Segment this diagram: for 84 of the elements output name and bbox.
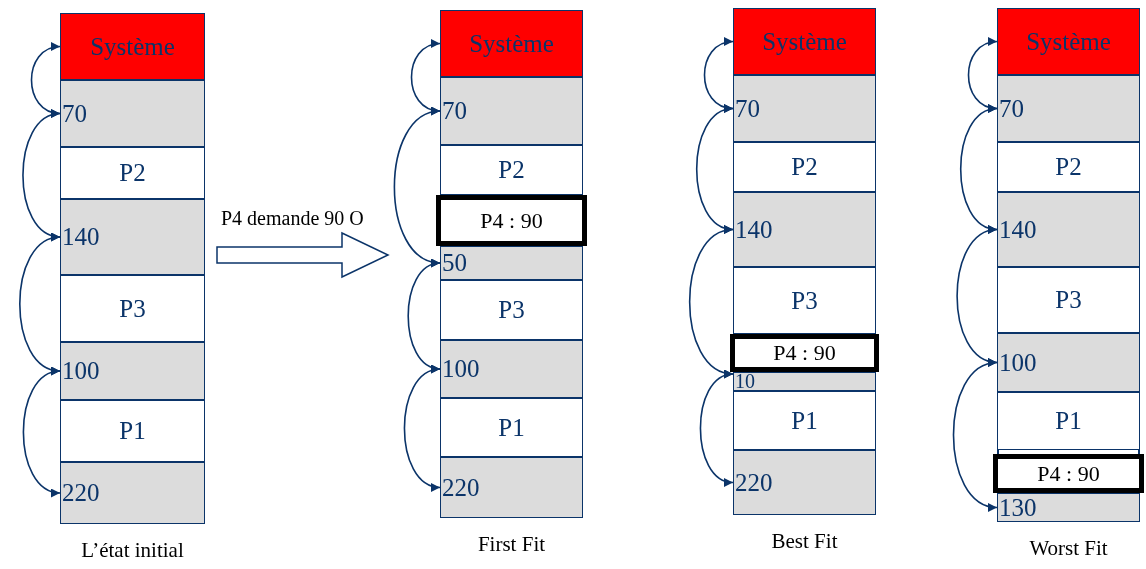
block-label: Système — [469, 31, 554, 56]
free-block — [733, 372, 876, 391]
size-label: 220 — [735, 470, 773, 495]
system-block — [733, 8, 876, 75]
size-label: 140 — [62, 225, 100, 249]
free-block — [733, 192, 876, 267]
block-label: P4 : 90 — [773, 341, 836, 365]
size-label: 100 — [62, 359, 100, 383]
size-label: 220 — [442, 475, 480, 500]
block-label: P2 — [119, 161, 146, 185]
free-block — [997, 192, 1140, 267]
allocated-block — [993, 454, 1144, 493]
block-label: P3 — [1055, 288, 1082, 312]
block-label: P3 — [791, 288, 818, 313]
process-block — [997, 142, 1140, 192]
size-label: 130 — [999, 495, 1037, 520]
block-label: P4 : 90 — [1037, 461, 1100, 486]
column-caption: Best Fit — [771, 529, 838, 554]
hollow-arrow — [216, 231, 390, 279]
column-caption: Worst Fit — [1029, 536, 1108, 561]
double-arrow — [695, 106, 734, 232]
free-block — [997, 75, 1140, 142]
block-label: P3 — [498, 298, 525, 322]
size-label: 10 — [735, 373, 755, 390]
memory-column — [60, 13, 205, 524]
block-label: Système — [90, 34, 175, 59]
process-block — [440, 398, 583, 457]
free-block — [60, 342, 205, 400]
column-caption: First Fit — [477, 532, 546, 557]
process-block — [997, 267, 1140, 333]
free-block — [440, 246, 583, 280]
block-label: P3 — [119, 296, 146, 321]
size-label: 70 — [442, 99, 467, 123]
block-label: P2 — [791, 155, 818, 179]
size-label: 140 — [999, 217, 1037, 242]
free-block — [733, 450, 876, 515]
free-block — [997, 493, 1140, 522]
size-label: 100 — [442, 357, 480, 381]
size-label: 70 — [735, 96, 760, 121]
size-label: 140 — [735, 217, 773, 242]
double-arrow — [959, 106, 998, 232]
system-block — [997, 8, 1140, 75]
size-label: 70 — [999, 96, 1024, 121]
free-block — [997, 333, 1140, 392]
size-label: 70 — [62, 101, 87, 126]
free-block — [733, 75, 876, 142]
column-caption: L’état initial — [81, 538, 184, 563]
size-label: 50 — [442, 251, 467, 275]
process-block — [440, 145, 583, 195]
block-label: P1 — [498, 415, 525, 440]
process-block — [997, 392, 1140, 450]
process-block — [60, 275, 205, 342]
process-block — [60, 400, 205, 462]
size-label: 100 — [999, 350, 1037, 375]
process-block — [60, 147, 205, 199]
block-label: Système — [1026, 29, 1111, 54]
free-block — [60, 199, 205, 275]
free-block — [440, 457, 583, 518]
process-block — [440, 280, 583, 340]
block-label: P1 — [119, 419, 146, 443]
double-arrow — [403, 366, 441, 490]
allocated-block — [730, 334, 879, 372]
system-block — [60, 13, 205, 80]
block-label: P1 — [1055, 409, 1082, 433]
free-block — [440, 340, 583, 398]
size-label: 220 — [62, 481, 100, 505]
memory-column — [733, 8, 876, 515]
block-label: P2 — [1055, 155, 1082, 179]
system-block — [440, 10, 583, 77]
free-block — [440, 77, 583, 145]
double-arrow — [952, 360, 998, 510]
block-label: P1 — [791, 408, 818, 433]
double-arrow — [22, 368, 61, 496]
process-block — [733, 142, 876, 192]
block-label: Système — [762, 29, 847, 54]
block-label: P4 : 90 — [480, 208, 543, 233]
free-block — [60, 80, 205, 147]
allocated-block — [436, 195, 587, 246]
free-block — [60, 462, 205, 524]
double-arrow — [956, 227, 998, 365]
process-block — [733, 267, 876, 334]
block-label: P2 — [498, 158, 525, 182]
double-arrow — [699, 371, 734, 485]
process-block — [733, 391, 876, 450]
